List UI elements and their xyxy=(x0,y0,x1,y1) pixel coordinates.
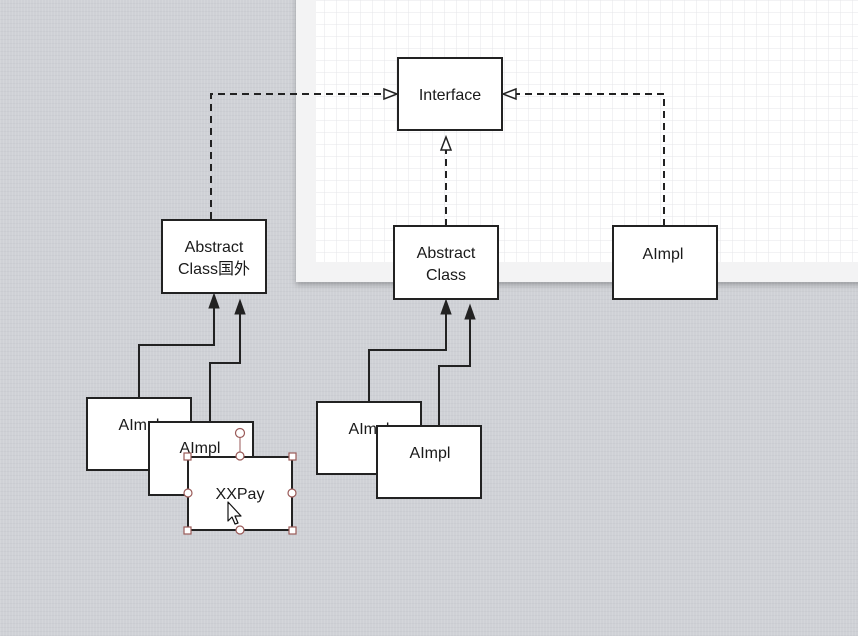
resize-handle-top-left[interactable] xyxy=(183,452,192,461)
node-label-line-2: Class国外 xyxy=(178,260,250,278)
filled-arrowhead-icon xyxy=(440,298,452,315)
edge-abstract-foreign-to-interface[interactable] xyxy=(210,87,400,219)
node-abstract-class[interactable]: Abstract Class xyxy=(393,225,499,300)
selection-handles[interactable] xyxy=(183,427,297,535)
node-aimpl-mid-2[interactable]: AImpl xyxy=(376,425,482,499)
node-label-line-2: Class xyxy=(426,267,466,284)
node-abstract-class-foreign[interactable]: Abstract Class国外 xyxy=(161,219,267,294)
hollow-arrowhead-icon xyxy=(439,134,453,151)
edge-aimpl-mid2-to-abstract[interactable] xyxy=(438,303,476,426)
page-sheet xyxy=(296,0,858,282)
resize-handle-top[interactable] xyxy=(235,451,245,461)
filled-arrowhead-icon xyxy=(464,303,476,320)
resize-handle-right[interactable] xyxy=(287,488,297,498)
edge-aimpl-right-to-interface[interactable] xyxy=(500,87,665,226)
edge-aimpl-mid1-to-abstract[interactable] xyxy=(368,298,452,402)
resize-handle-bottom[interactable] xyxy=(235,525,245,535)
mouse-pointer-icon xyxy=(227,501,242,525)
edge-abstract-to-interface[interactable] xyxy=(439,134,453,226)
node-label: XXPay xyxy=(216,486,265,503)
filled-arrowhead-icon xyxy=(234,298,246,315)
resize-handle-top-right[interactable] xyxy=(288,452,297,461)
resize-handle-bottom-right[interactable] xyxy=(288,526,297,535)
edge-aimpl-left2-to-abstract-foreign[interactable] xyxy=(209,298,246,422)
node-label: AImpl xyxy=(410,445,451,462)
node-label-line-1: Abstract xyxy=(185,239,244,256)
resize-handle-left[interactable] xyxy=(183,488,193,498)
filled-arrowhead-icon xyxy=(208,292,220,309)
hollow-arrowhead-icon xyxy=(383,87,400,101)
node-label: AImpl xyxy=(643,246,684,263)
node-aimpl-right[interactable]: AImpl xyxy=(612,225,718,300)
node-label-line-1: Abstract xyxy=(417,245,476,262)
node-label: Interface xyxy=(419,87,481,104)
node-interface[interactable]: Interface xyxy=(397,57,503,131)
rotate-handle-icon[interactable] xyxy=(234,427,246,439)
node-xxpay[interactable]: XXPay xyxy=(187,456,293,531)
edge-aimpl-left1-to-abstract-foreign[interactable] xyxy=(138,292,220,398)
hollow-arrowhead-icon xyxy=(500,87,517,101)
resize-handle-bottom-left[interactable] xyxy=(183,526,192,535)
